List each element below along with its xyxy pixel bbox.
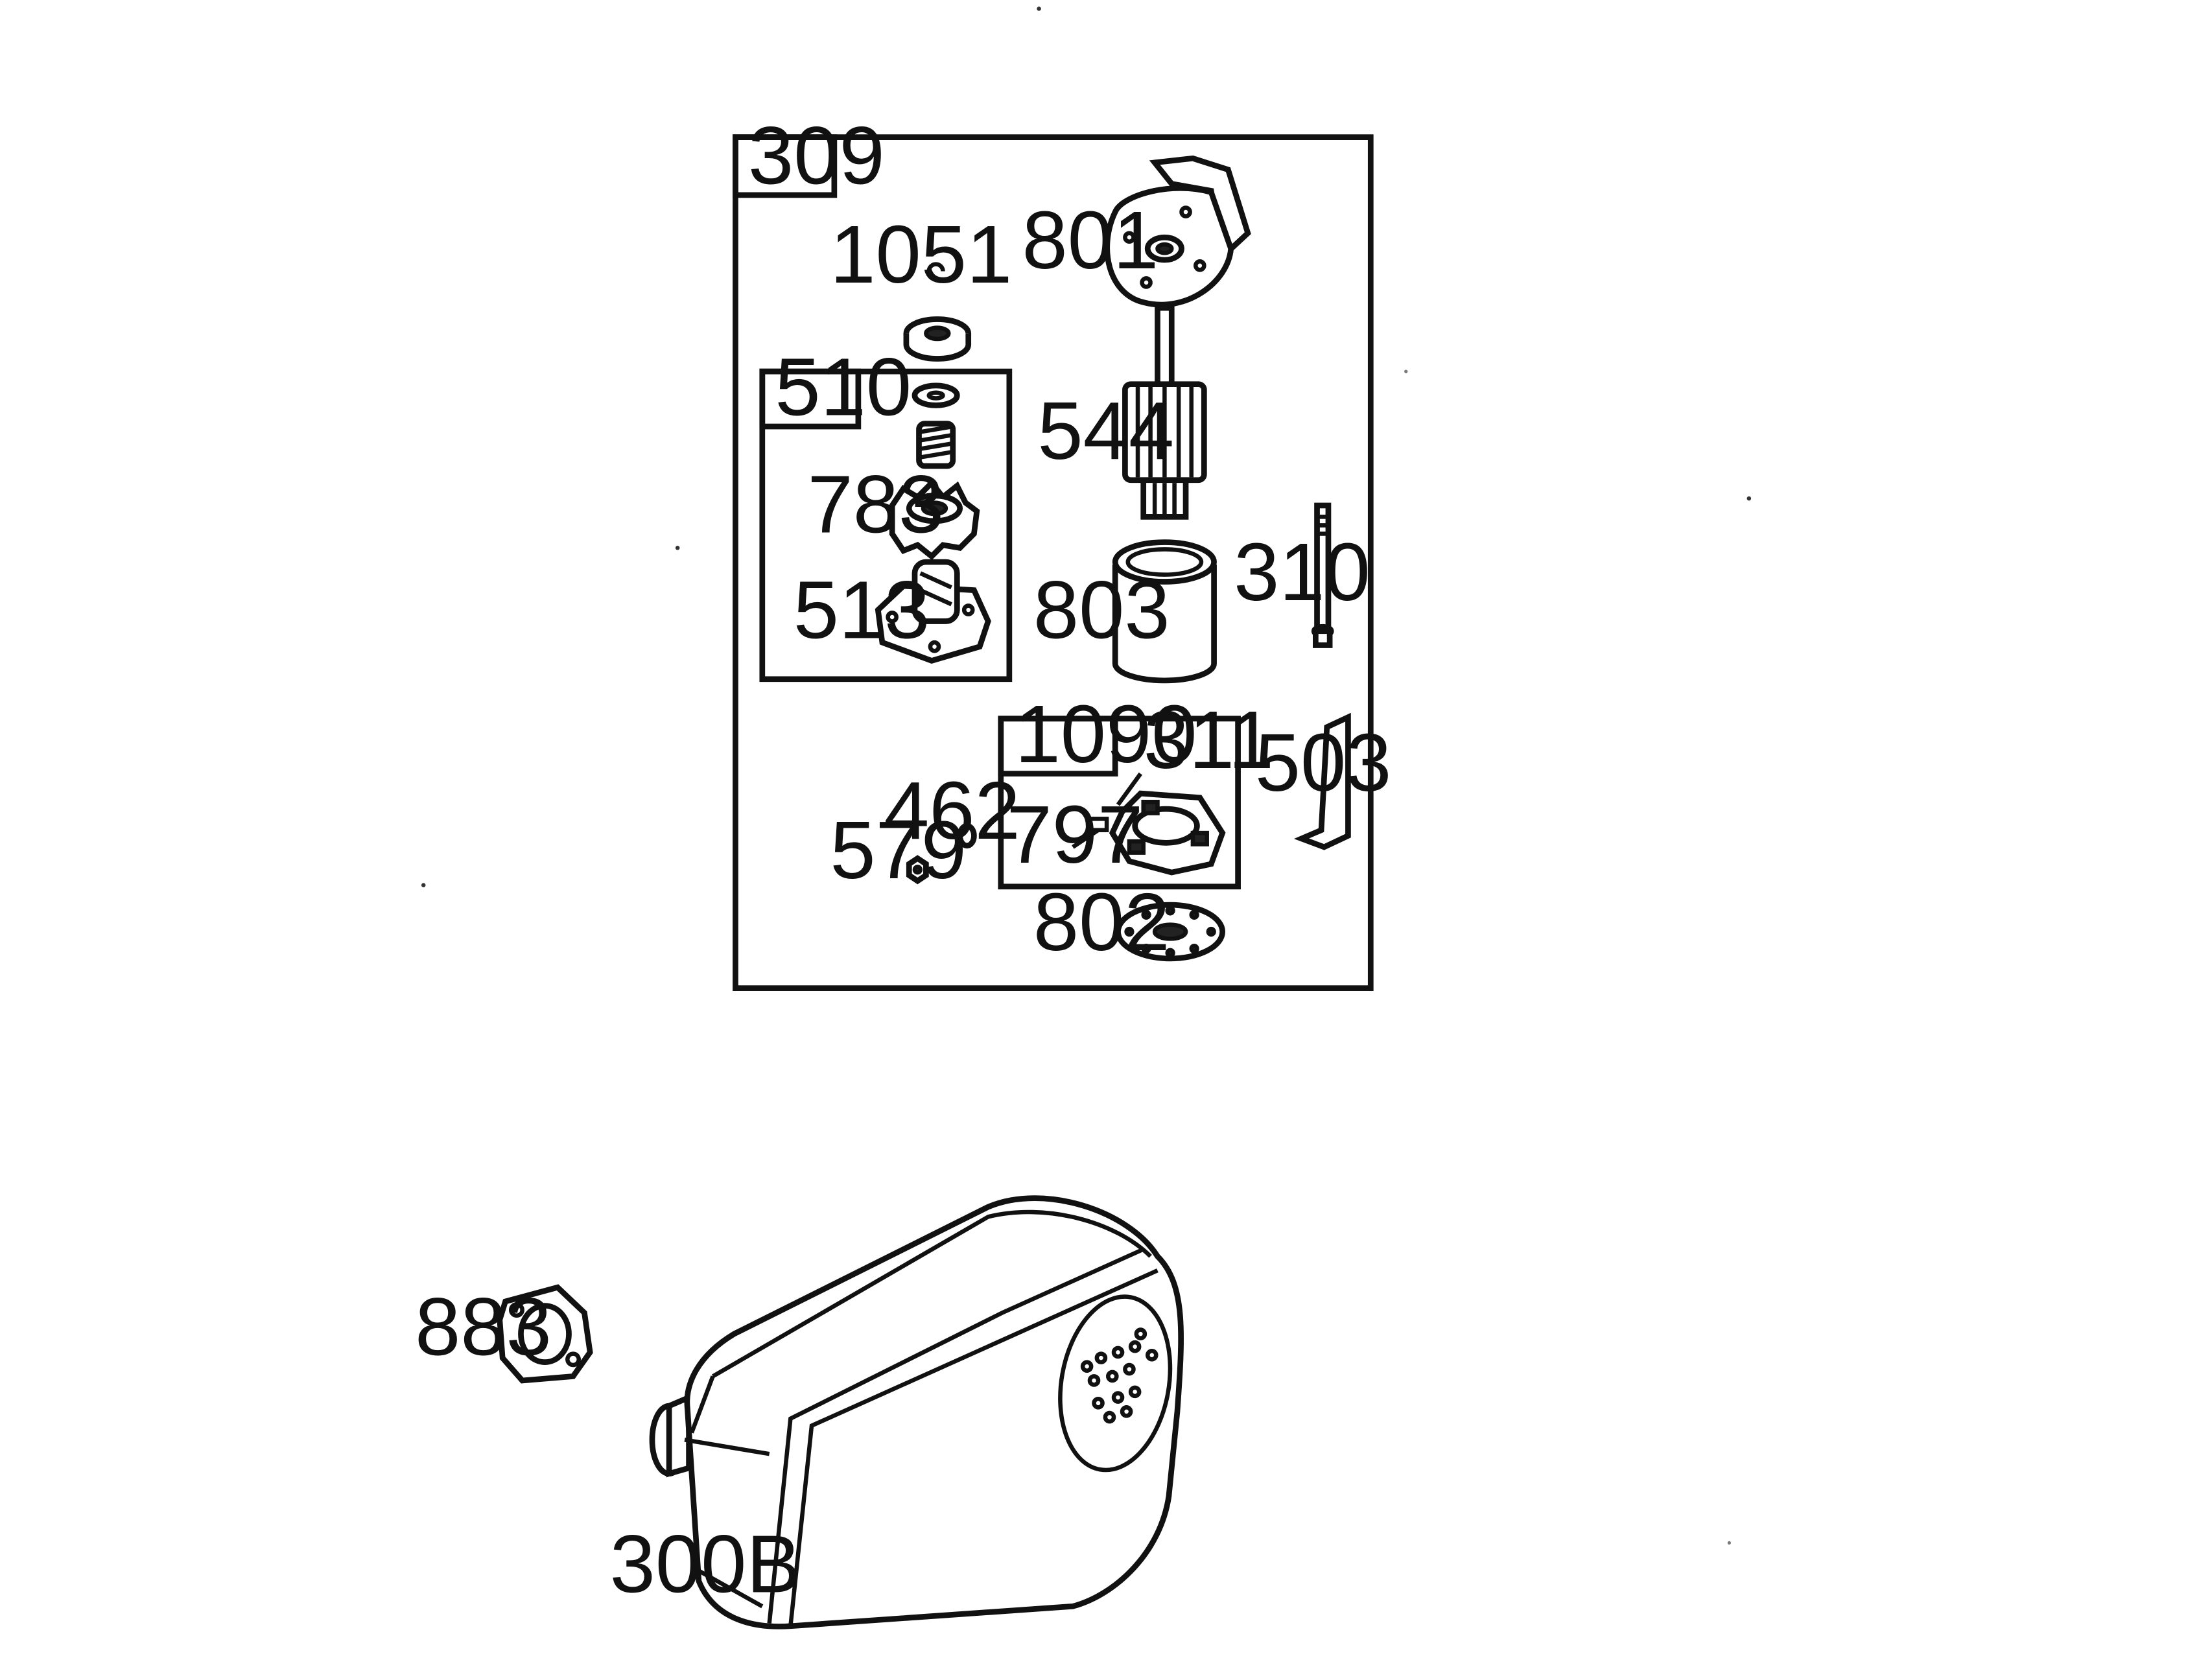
- part-label-513: 513: [794, 565, 930, 656]
- end-plate-part: [1115, 902, 1225, 962]
- nut-part: [906, 855, 929, 885]
- part-label-544: 544: [1037, 385, 1174, 476]
- small-washer-part: [957, 822, 977, 849]
- part-label-462: 462: [884, 765, 1020, 856]
- retaining-ring-part: [926, 262, 945, 272]
- part-label-783: 783: [807, 458, 944, 550]
- part-label-311: 311: [1144, 694, 1274, 786]
- pinion-gear-part: [889, 478, 980, 561]
- part-label-579: 579: [830, 804, 967, 896]
- part-label-803: 803: [1033, 565, 1170, 656]
- brush-holder-part: [1087, 790, 1226, 876]
- part-label-797: 797: [1007, 789, 1144, 880]
- part-label-1051: 1051: [830, 209, 1012, 300]
- through-bolt-part: [1311, 502, 1334, 648]
- spring-part: [916, 421, 956, 469]
- leader-line-311: [1116, 772, 1142, 806]
- group-1090-label: 1090: [1015, 688, 1197, 780]
- motor-housing-part: [1112, 539, 1217, 684]
- part-label-310: 310: [1234, 526, 1370, 618]
- part-label-801: 801: [1022, 194, 1159, 286]
- part-label-883: 883: [415, 1281, 552, 1373]
- group-510-frame: 510: [759, 342, 1013, 682]
- muffler-gasket-part: [497, 1284, 593, 1384]
- leader-line-797: [1072, 828, 1100, 849]
- part-label-300B: 300B: [610, 1519, 801, 1610]
- group-309-label: 309: [748, 110, 885, 201]
- drive-housing-part: [875, 559, 991, 664]
- muffler-part: [649, 1195, 1184, 1629]
- scan-specks: [421, 6, 1752, 1545]
- end-cap-bracket-part: [1104, 155, 1251, 308]
- part-label-802: 802: [1033, 876, 1170, 968]
- dust-cover-part: [903, 316, 972, 362]
- washer-part: [912, 382, 960, 408]
- group-510-label: 510: [775, 342, 912, 433]
- group-1090-frame: 1090: [998, 688, 1241, 890]
- group-309-frame: 309: [733, 110, 1374, 991]
- armature-part: [1122, 305, 1207, 520]
- part-label-503: 503: [1255, 717, 1392, 808]
- mounting-strip-part: [1293, 712, 1351, 850]
